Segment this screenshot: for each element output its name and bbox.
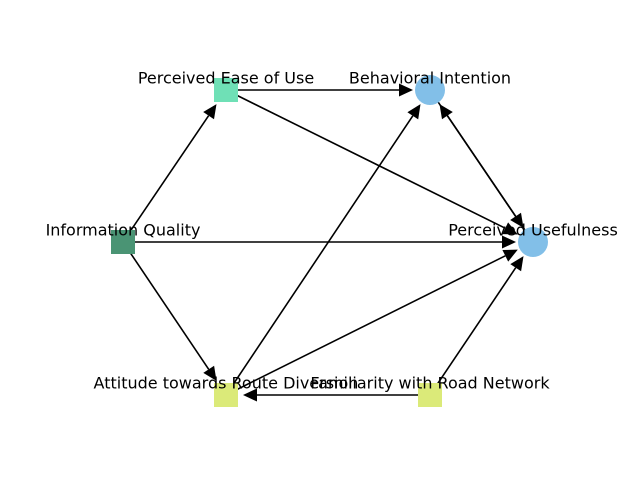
node-label-bi: Behavioral Intention	[349, 69, 511, 88]
arrowhead-icon	[203, 104, 217, 120]
arrowhead-icon	[502, 222, 518, 235]
node-pu	[518, 227, 548, 257]
node-label-atrd: Attitude towards Route Diversion	[94, 374, 359, 393]
nodes-layer	[111, 75, 548, 407]
edge-frn-to-pu	[434, 256, 524, 388]
node-label-peou: Perceived Ease of Use	[138, 69, 314, 88]
arrowhead-icon	[510, 256, 524, 272]
node-bi	[415, 75, 445, 105]
edge-atrd-to-bi	[230, 104, 421, 388]
node-atrd	[214, 383, 238, 407]
edge-line	[127, 249, 210, 370]
arrowhead-icon	[243, 388, 257, 402]
arrowhead-icon	[502, 249, 518, 262]
edge-peou-to-bi	[236, 83, 413, 97]
arrowhead-icon	[510, 212, 524, 228]
edge-bi-to-pu	[434, 97, 524, 228]
edges-layer	[127, 83, 529, 402]
edge-line	[234, 255, 506, 392]
edge-line	[434, 97, 517, 217]
edge-line	[127, 115, 210, 235]
node-frn	[418, 383, 442, 407]
edge-iq-to-pu	[133, 235, 516, 249]
arrowhead-icon	[203, 365, 217, 381]
arrowhead-icon	[399, 83, 413, 97]
arrowhead-icon	[502, 235, 516, 249]
edge-iq-to-peou	[127, 104, 217, 235]
node-iq	[111, 230, 135, 254]
edge-line	[230, 115, 414, 388]
edge-line	[234, 93, 506, 229]
edge-peou-to-pu	[234, 93, 518, 235]
node-label-iq: Information Quality	[46, 221, 201, 240]
labels-layer: Perceived Ease of Use Behavioral Intentio…	[46, 69, 618, 393]
edge-line	[434, 267, 517, 388]
edge-frn-to-atrd	[243, 388, 420, 402]
edge-atrd-to-pu	[234, 249, 518, 392]
edge-iq-to-atrd	[127, 249, 217, 381]
node-label-frn: Familiarity with Road Network	[310, 374, 550, 393]
arrowhead-icon	[407, 104, 421, 120]
node-peou	[214, 78, 238, 102]
node-label-pu: Perceived Usefulness	[448, 221, 618, 240]
